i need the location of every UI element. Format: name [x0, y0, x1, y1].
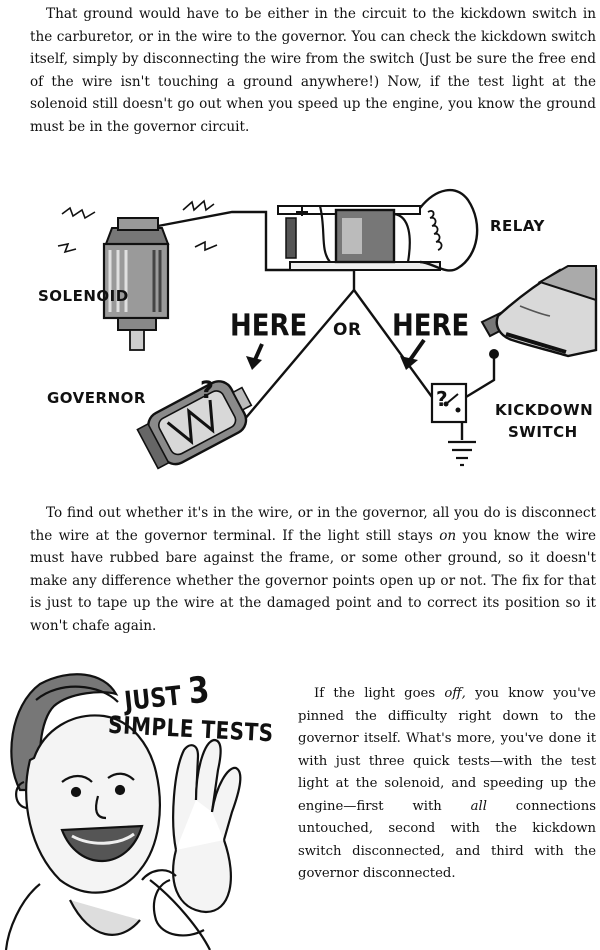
p3-text-c: connections untouched, second with the k…: [298, 798, 596, 882]
governor-question-mark: ?: [200, 376, 214, 404]
paragraph-ground-circuit: That ground would have to be either in t…: [30, 6, 596, 135]
relay-icon: [277, 188, 479, 272]
spark-marks: [57, 199, 218, 254]
here-label-left: HERE: [230, 309, 308, 344]
paragraph-light-goes-off: If the light goes off, you know you've p…: [298, 683, 596, 886]
here-label-right: HERE: [392, 309, 470, 344]
governor-icon: [136, 380, 253, 470]
kickdown-switch-icon: [430, 382, 468, 424]
p2-emphasis-on: on: [439, 527, 457, 544]
relay-label: RELAY: [490, 217, 545, 235]
solenoid-icon: [102, 217, 170, 351]
p3-emphasis-all: all: [470, 798, 487, 814]
or-label: OR: [333, 320, 362, 340]
solenoid-label: SOLENOID: [38, 287, 129, 305]
foot-pedal-icon: [480, 265, 598, 359]
p2-text-b: you know the wire must have rubbed bare …: [30, 527, 596, 634]
circuit-wires: [157, 210, 496, 440]
p3-text-a: If the light goes: [314, 686, 445, 701]
p3-text-b: you know you've pinned the difficulty ri…: [298, 686, 596, 814]
kickdown-label: KICKDOWN: [495, 401, 594, 419]
number-3: 3: [186, 669, 212, 714]
switch-question-mark: ?: [436, 387, 448, 411]
arrow-icons: [246, 338, 426, 370]
p3-emphasis-off: off,: [444, 686, 466, 701]
governor-label: GOVERNOR: [47, 389, 146, 407]
p2-text-a: To find out whether it's in the wire, or…: [30, 505, 596, 544]
mechanic-illustration: [4, 673, 242, 950]
paragraph-wire-or-governor: To find out whether it's in the wire, or…: [30, 502, 596, 637]
switch-label: SWITCH: [508, 423, 578, 441]
ground-icon: [448, 440, 476, 467]
